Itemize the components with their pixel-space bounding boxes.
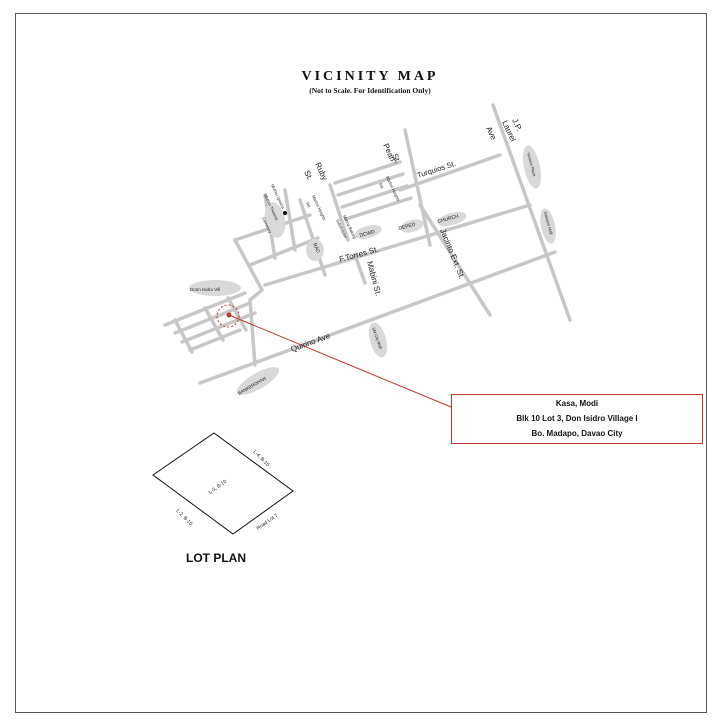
sm-city-mall-blob [368,322,388,358]
road-pearl [403,128,432,247]
address-line-2: Bo. Madapo, Davao City [531,429,623,438]
road-jp-laurel [491,103,572,322]
label-church: CHURCH [437,213,460,225]
road-sub-1 [333,160,402,185]
address-info-box: Kasa, Modi Blk 10 Lot 3, Don Isidro Vill… [451,394,703,444]
label-pearl-2: St. [390,152,402,165]
road-sub-5 [328,183,350,242]
road-donisidro-5 [173,318,194,354]
rac-blob [306,239,324,261]
road-donisidro-7 [226,296,248,332]
location-marker [216,304,452,408]
road-jacinto [418,203,492,317]
victoria-plaza-blob [522,145,542,189]
landmark-blobs [189,145,556,395]
address-line-1: Blk 10 Lot 3, Don Isidro Village I [516,414,638,423]
road-cemetery-2 [248,236,320,267]
dcwd-blob [354,225,382,239]
road-ruby [298,198,327,277]
label-rac: RAC [311,242,321,254]
label-deped: DEPED [398,222,417,232]
label-marfori-heights-2: Marfori Heights [311,194,327,221]
label-mabini: Mabini St. [365,260,383,297]
label-don-isidro: Donn Isidro Vill [190,287,220,292]
road-network [163,103,572,385]
lot-plan-sketch: L-4, B-10 L-3, B-10 L-2, B-10 Road Lot 7 [152,432,294,535]
lot-plan-title: LOT PLAN [186,551,246,565]
road-quirino [198,250,557,385]
cemetery-marker [283,211,287,215]
location-ring [216,304,240,328]
lot-plan-center: L-3, B-10 [208,479,228,496]
lot-plan-parcel [152,432,294,535]
road-donisidro-4 [188,328,242,352]
map-subtitle: (Not to Scale. For Identification Only) [309,86,431,95]
label-victoria-plaza: Victoria Plaza [526,152,537,178]
road-sub-2 [336,172,405,197]
page-border [15,13,707,713]
label-ruby-2: St. [302,169,314,182]
road-donisidro-3 [180,311,257,344]
pointer-line [228,314,452,408]
label-ruby-1: Ruby [313,161,329,182]
road-sub-4 [344,196,413,221]
road-f-torres [263,203,532,287]
label-quirino: Quirino Ave [290,331,332,354]
lot-plan-bottom-left: L-2, B-10 [175,508,194,527]
cemetery-blob [264,202,286,238]
bankerohan-blob [236,367,280,395]
owner-name: Kasa, Modi [555,399,599,408]
lot-plan-top-right: L-4, B-10 [252,449,271,468]
road-mabini [353,253,367,285]
road-sub-3 [340,184,409,209]
road-donisidro-6 [203,306,225,342]
label-gaisano-mall: Gaisano Mall [543,211,554,235]
deped-blob [400,219,424,233]
don-isidro-blob [189,280,241,296]
church-blob [437,212,467,226]
label-cemetery: Cemetery [261,216,273,234]
map-title: VICINITY MAP [301,69,439,84]
label-dcwd: DCWD [359,229,376,239]
road-cemetery-4 [283,188,297,252]
label-jp-laurel-3: Ave [484,125,498,142]
label-marfori-heights-2-sub: Rd. [305,201,312,209]
label-jacinto: Jacinto Ext. St. [438,227,466,280]
gaisano-mall-blob [540,208,556,244]
label-market-heights-sub: Rd. [378,182,385,190]
